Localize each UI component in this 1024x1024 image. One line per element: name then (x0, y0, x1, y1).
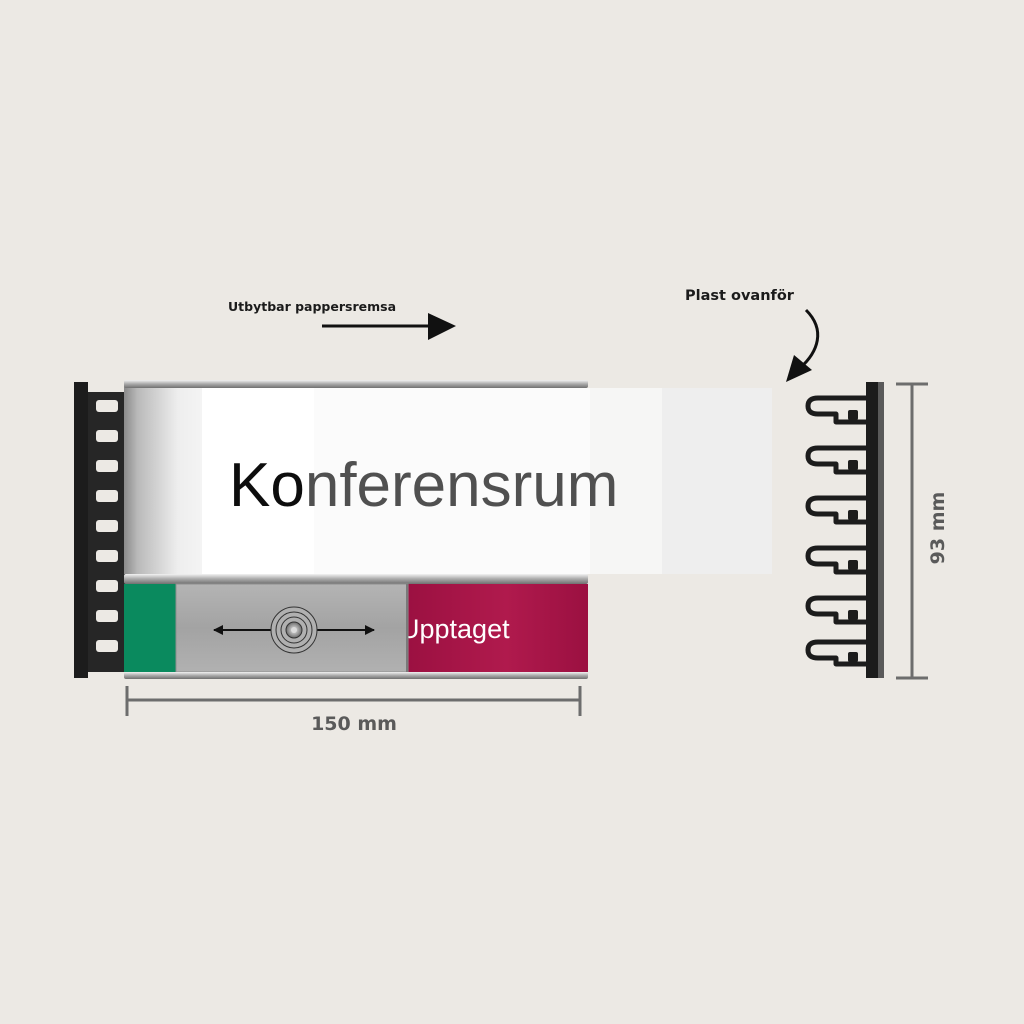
right-wall-bracket (805, 382, 884, 678)
status-busy-label: Upptaget (400, 614, 510, 644)
status-free-segment (124, 584, 178, 672)
bottom-rail (124, 672, 588, 679)
holder-metal-edge (124, 386, 214, 574)
room-name: Konferensrum (229, 451, 618, 520)
height-dimension (896, 382, 928, 680)
width-dimension (125, 686, 582, 716)
height-label: 93 mm (927, 492, 949, 565)
middle-rail (124, 574, 588, 584)
width-label: 150 mm (311, 713, 397, 735)
name-panel: Konferensrum (124, 380, 772, 574)
status-slider-panel: Upptaget (124, 574, 588, 679)
right-arrow-icon (322, 313, 456, 340)
curved-arrow-icon (786, 308, 820, 382)
status-busy-segment (406, 584, 588, 672)
left-wall-bracket (74, 382, 128, 678)
paper-strip-label: Utbytbar pappersremsa (228, 299, 396, 314)
plastic-above-label: Plast ovanför (685, 288, 795, 304)
slider-knob-icon[interactable] (270, 606, 318, 654)
top-rail (124, 380, 588, 388)
